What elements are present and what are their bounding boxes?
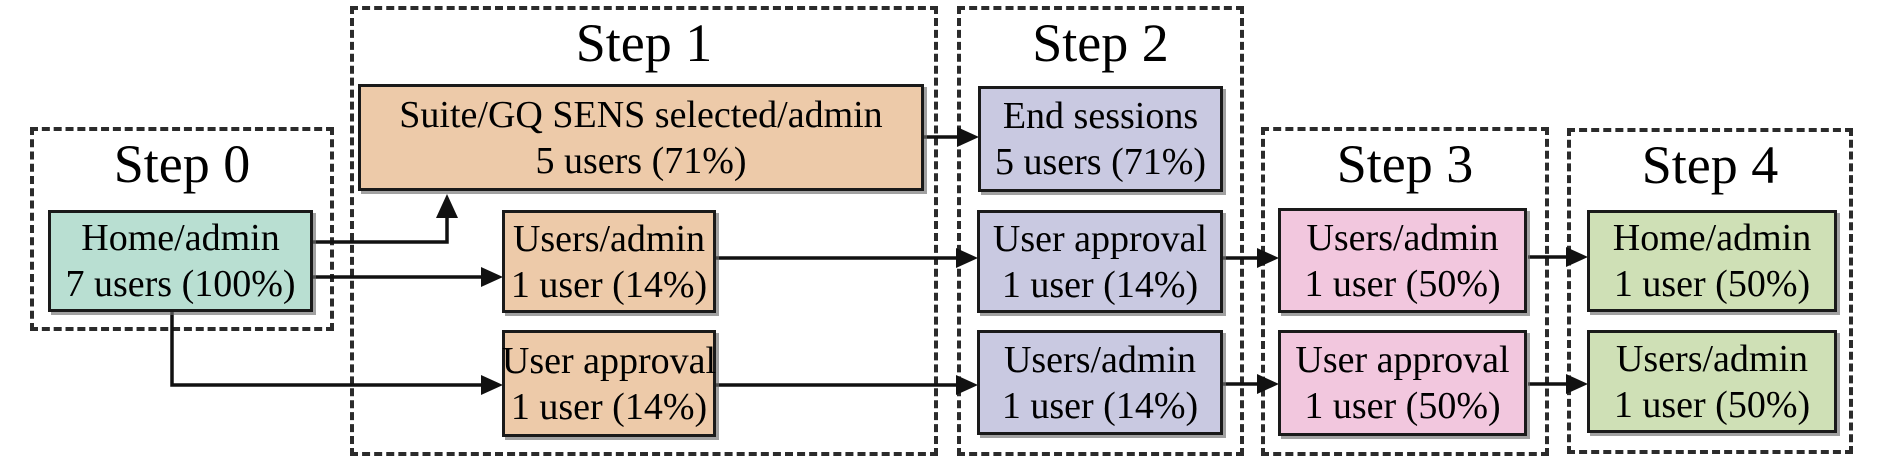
node-stat: 1 user (50%) <box>1613 383 1811 426</box>
node-stat: 1 user (14%) <box>1001 263 1199 306</box>
node-stat: 1 user (14%) <box>510 385 708 428</box>
node-step3-user-approval: User approval 1 user (50%) <box>1278 330 1527 436</box>
arrow-step1-users-admin-to-step2-user-approval <box>716 248 978 268</box>
arrow-step1-suite-to-step2-end-sessions <box>924 127 979 147</box>
node-title: Home/admin <box>81 217 280 259</box>
node-stat: 5 users (71%) <box>535 139 747 182</box>
arrow-step2-users-admin-to-step3-user-approval <box>1223 374 1279 394</box>
arrow-step1-user-approval-to-step2-users-admin <box>716 375 978 395</box>
node-title: User approval <box>992 217 1208 260</box>
node-stat: 7 users (100%) <box>65 263 296 305</box>
arrow-step0-home-to-step1-users-admin <box>313 267 503 287</box>
node-step3-users-admin: Users/admin 1 user (50%) <box>1278 208 1527 313</box>
node-title: Home/admin <box>1612 217 1812 259</box>
node-stat: 1 user (14%) <box>1001 384 1199 427</box>
step-1-group: Step 1 <box>350 6 938 456</box>
node-title: Users/admin <box>512 217 706 260</box>
node-step1-suite-gq-sens-selected-admin: Suite/GQ SENS selected/admin 5 users (71… <box>358 84 924 191</box>
node-title: Users/admin <box>1615 337 1809 380</box>
node-step2-users-admin: Users/admin 1 user (14%) <box>977 330 1223 435</box>
node-title: Suite/GQ SENS selected/admin <box>399 93 883 136</box>
step-2-title: Step 2 <box>1032 13 1169 73</box>
node-title: End sessions <box>1002 95 1199 137</box>
node-title: Users/admin <box>1306 216 1499 259</box>
node-step4-users-admin: Users/admin 1 user (50%) <box>1587 330 1837 433</box>
step-1-title: Step 1 <box>575 13 713 73</box>
step-2-group: Step 2 <box>957 6 1244 456</box>
arrow-step0-home-to-step1-user-approval <box>170 312 503 395</box>
node-step2-user-approval: User approval 1 user (14%) <box>977 210 1223 313</box>
step-0-group: Step 0 <box>30 127 334 331</box>
node-step4-home-admin: Home/admin 1 user (50%) <box>1587 210 1837 312</box>
arrow-step0-home-to-step1-suite <box>313 194 458 244</box>
node-stat: 1 user (50%) <box>1304 262 1501 305</box>
arrow-step2-user-approval-to-step3-users-admin <box>1223 248 1279 268</box>
arrow-step3-user-approval-to-step4-users-admin <box>1528 374 1588 394</box>
node-step0-home-admin: Home/admin 7 users (100%) <box>48 210 313 312</box>
node-title: User approval <box>1295 339 1510 381</box>
node-title: Users/admin <box>1003 338 1197 381</box>
node-stat: 1 user (50%) <box>1613 263 1811 305</box>
step-3-group: Step 3 <box>1261 127 1549 456</box>
step-0-title: Step 0 <box>113 134 251 194</box>
node-stat: 1 user (50%) <box>1304 385 1501 427</box>
node-step1-users-admin: Users/admin 1 user (14%) <box>502 210 716 313</box>
arrow-step3-users-admin-to-step4-home <box>1528 247 1588 267</box>
node-step1-user-approval: User approval 1 user (14%) <box>502 330 716 437</box>
step-3-title: Step 3 <box>1336 134 1474 194</box>
node-stat: 5 users (71%) <box>994 141 1207 183</box>
node-step2-end-sessions: End sessions 5 users (71%) <box>978 86 1223 192</box>
node-title: User approval <box>501 339 717 382</box>
node-stat: 1 user (14%) <box>510 263 708 306</box>
step-4-title: Step 4 <box>1641 135 1779 195</box>
step-4-group: Step 4 <box>1567 128 1853 454</box>
